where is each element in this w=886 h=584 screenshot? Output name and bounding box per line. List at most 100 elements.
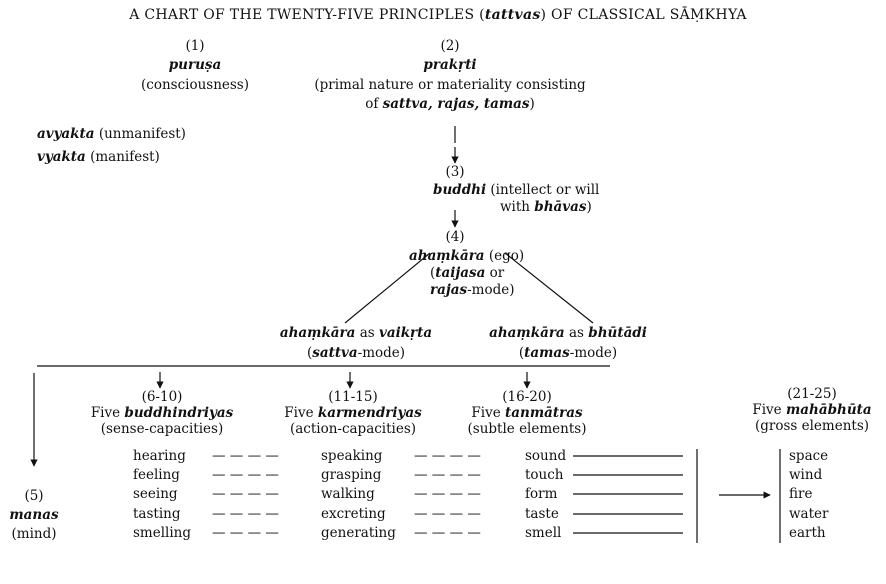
vaikrta-label: ahaṃkāra as vaikṛta (280, 325, 432, 341)
title-main: A CHART OF THE TWENTY-FIVE PRINCIPLES (129, 7, 475, 23)
bhutadi-ahamkara: ahaṃkāra (489, 325, 565, 341)
vaikrta-mode: (sattva-mode) (307, 345, 405, 361)
buddhindriyas-five: Five (90, 405, 121, 421)
bhutadi-tamas: tamas (524, 345, 570, 361)
dash-connector: — — — — (212, 448, 279, 464)
subtle-item: taste (525, 506, 559, 522)
bhutadi-term: bhūtādi (588, 325, 647, 341)
sense-item: seeing (133, 486, 178, 502)
gross-item: earth (789, 525, 826, 541)
subtle-item: sound (525, 448, 567, 464)
avyakta-term: avyakta (37, 126, 95, 142)
vaikrta-mode-suffix: -mode) (357, 345, 406, 361)
karmendriyas-range: (11-15) (328, 389, 378, 405)
ahamkara-mode: -mode) (467, 282, 515, 298)
buddhi-gloss-line1: (intellect or will (490, 182, 600, 198)
buddhi-with: with (500, 199, 530, 215)
dash-connector: — — — — (212, 486, 279, 502)
buddhi-close-paren: ) (586, 199, 592, 215)
branch-line-bhutadi (504, 252, 594, 324)
branch-line-vaikrta (344, 252, 431, 324)
purusa-gloss: (consciousness) (140, 77, 250, 93)
sense-item: feeling (133, 467, 180, 483)
sense-item: tasting (133, 506, 181, 522)
purusa-number: (1) (185, 38, 205, 54)
vyakta-gloss: (manifest) (90, 149, 160, 165)
gross-item: space (789, 448, 829, 464)
avyakta-gloss: (unmanifest) (98, 126, 186, 142)
dash-connector: — — — — (414, 506, 481, 522)
ahamkara-line1: ahaṃkāra (ego) (409, 248, 524, 264)
action-item: generating (321, 525, 396, 541)
tanmatras-heading: Five tanmātras (471, 405, 582, 421)
sense-item: smelling (133, 525, 192, 541)
action-item: excreting (321, 506, 386, 522)
buddhi-line2: with bhāvas) (500, 199, 592, 215)
mahabhuta-five: Five (752, 402, 782, 418)
karmendriyas-heading: Five karmendriyas (284, 405, 421, 421)
dash-connector: — — — — (414, 448, 481, 464)
ahamkara-rajas: rajas (430, 282, 468, 298)
ahamkara-or: or (489, 265, 505, 281)
ahamkara-term: ahaṃkāra (409, 248, 485, 264)
bhutadi-as: as (568, 325, 584, 341)
prakrti-gloss-line1: (primal nature or materiality consisting (314, 77, 586, 93)
ahamkara-taijasa: taijasa (435, 265, 486, 281)
ahamkara-line2: (taijasa or (430, 265, 504, 281)
bhutadi-open-paren: ( (518, 345, 525, 361)
chart-title: A CHART OF THE TWENTY-FIVE PRINCIPLES (t… (129, 7, 747, 23)
buddhi-term: buddhi (433, 182, 487, 198)
buddhindriyas-heading: Five buddhindriyas (91, 405, 233, 421)
subtle-item: smell (525, 525, 562, 541)
manas-term: manas (9, 507, 59, 523)
prakrti-gunas: sattva, rajas, tamas (382, 96, 530, 112)
ahamkara-open-paren: ( (430, 265, 436, 281)
prakrti-close-paren: ) (529, 96, 535, 112)
dash-connector: — — — — (414, 525, 481, 541)
vaikrta-open-paren: ( (306, 345, 313, 361)
vyakta-term: vyakta (37, 149, 86, 165)
prakrti-of: of (365, 96, 379, 112)
karmendriyas-five: Five (284, 405, 314, 421)
buddhi-bhavas: bhāvas (534, 199, 587, 215)
tanmatras-range: (16-20) (502, 389, 552, 405)
action-item: speaking (321, 448, 383, 464)
purusa-term: puruṣa (168, 57, 222, 73)
sense-item: hearing (133, 448, 186, 464)
action-item: walking (321, 486, 375, 502)
bhutadi-label: ahaṃkāra as bhūtādi (489, 325, 647, 341)
ahamkara-line3: rajas-mode) (430, 282, 514, 298)
dash-connector: — — — — (212, 467, 279, 483)
action-item: grasping (321, 467, 382, 483)
subtle-item: touch (525, 467, 564, 483)
bhutadi-mode: (tamas-mode) (519, 345, 617, 361)
avyakta-label: avyakta (unmanifest) (37, 126, 186, 142)
dash-connector: — — — — (414, 486, 481, 502)
vaikrta-term: vaikṛta (378, 325, 433, 341)
vaikrta-ahamkara: ahaṃkāra (279, 325, 356, 341)
karmendriyas-term: karmendriyas (317, 405, 422, 421)
prakrti-number: (2) (440, 38, 460, 54)
subtle-item: form (525, 486, 558, 502)
gross-item: wind (789, 467, 823, 483)
mahabhuta-term: mahābhūta (785, 402, 872, 418)
karmendriyas-gloss: (action-capacities) (289, 421, 417, 437)
tanmatras-term: tanmātras (505, 405, 583, 421)
ahamkara-gloss: (ego) (488, 248, 525, 264)
buddhindriyas-range: (6-10) (141, 389, 183, 405)
manas-gloss: (mind) (11, 526, 57, 542)
dash-connector: — — — — (414, 467, 481, 483)
gross-item: fire (789, 486, 813, 502)
vaikrta-sattva: sattva (312, 345, 358, 361)
manas-number: (5) (24, 488, 44, 504)
mahabhuta-gloss: (gross elements) (754, 418, 870, 434)
buddhindriyas-gloss: (sense-capacities) (100, 421, 224, 437)
mahabhuta-range: (21-25) (787, 386, 837, 402)
dash-connector: — — — — (212, 506, 279, 522)
buddhi-line1: buddhi (intellect or will (433, 182, 599, 198)
buddhi-number: (3) (445, 164, 465, 180)
title-tattvas: tattvas (484, 7, 541, 23)
mahabhuta-heading: Five mahābhūta (752, 402, 871, 418)
